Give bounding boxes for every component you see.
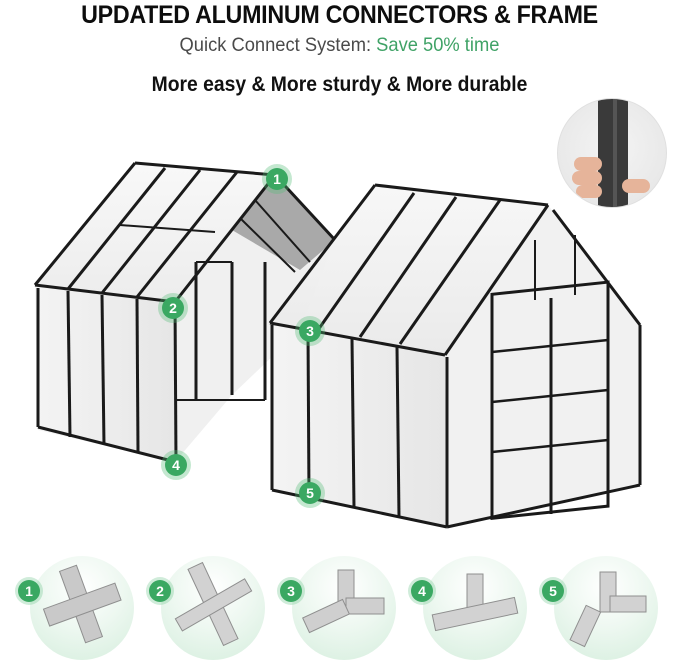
- left-greenhouse: [33, 161, 337, 464]
- finger: [574, 157, 602, 171]
- angled-cross-connector-icon: [174, 561, 253, 647]
- connector-badge: 2: [149, 580, 171, 602]
- callout-badge-4: 4: [165, 454, 187, 476]
- corner-down-connector-icon: [569, 571, 647, 648]
- t-junction-connector-icon: [431, 573, 519, 632]
- subtitle-accent: Save 50% time: [376, 34, 500, 56]
- subtitle: Quick Connect System: Save 50% time: [20, 32, 658, 58]
- callout-badge-2: 2: [162, 297, 184, 319]
- thumb: [622, 179, 650, 193]
- finger: [576, 185, 602, 198]
- connector-badge: 3: [280, 580, 302, 602]
- headline: UPDATED ALUMINUM CONNECTORS & FRAME: [81, 1, 598, 29]
- connector-3: 3: [274, 548, 396, 660]
- connector-badge: 5: [542, 580, 564, 602]
- aluminum-post: [598, 99, 628, 207]
- callout-badge-1: 1: [266, 168, 288, 190]
- subtitle-prefix: Quick Connect System:: [179, 34, 377, 56]
- corner-connector-icon: [302, 569, 385, 634]
- connector-row: 1 2 3 4: [0, 548, 679, 665]
- connector-5: 5: [536, 548, 658, 660]
- connector-badge: 1: [18, 580, 40, 602]
- connector-badge: 4: [411, 580, 433, 602]
- four-way-cross-connector-icon: [42, 564, 122, 644]
- connector-4: 4: [405, 548, 527, 660]
- greenhouse-scene: 1 2 3 4 5: [0, 150, 679, 550]
- callout-badge-5: 5: [299, 482, 321, 504]
- right-greenhouse: [268, 183, 642, 529]
- connector-2: 2: [143, 548, 265, 660]
- tagline: More easy & More sturdy & More durable: [151, 73, 528, 96]
- connector-1: 1: [12, 548, 134, 660]
- greenhouse-illustration: [33, 161, 642, 529]
- callout-badge-3: 3: [299, 320, 321, 342]
- post-inset-image: [557, 98, 667, 208]
- finger: [572, 171, 602, 185]
